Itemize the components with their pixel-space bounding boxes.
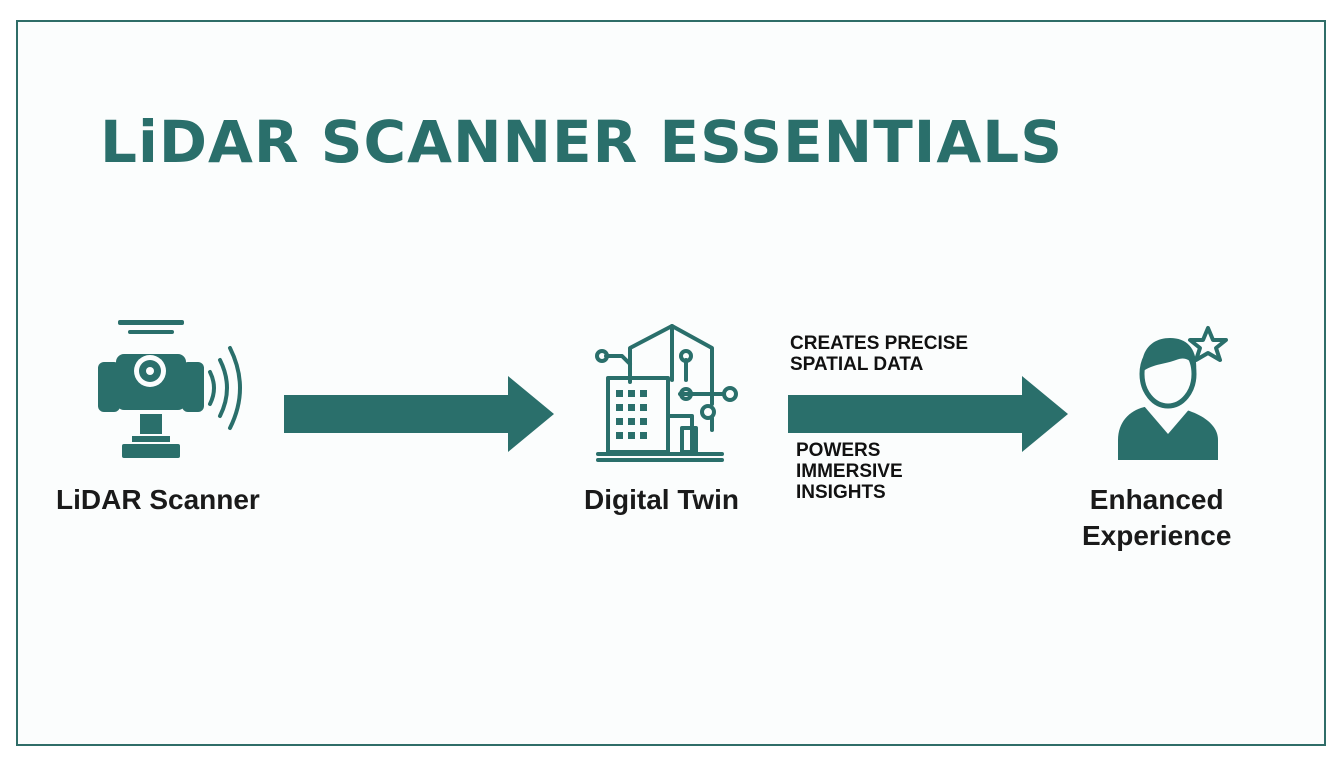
digital-twin-building-icon (595, 324, 738, 462)
lidar-scanner-icon (98, 320, 242, 458)
user-star-icon (1118, 326, 1228, 460)
edge-label-creates-spatial-data: CREATES PRECISE SPATIAL DATA (790, 333, 969, 375)
node-lidar-scanner-label: LiDAR Scanner (56, 484, 260, 515)
edge-label-powers-immersive-insights: POWERS IMMERSIVE INSIGHTS (796, 440, 903, 503)
node-digital-twin-label: Digital Twin (584, 484, 740, 515)
diagram-frame (16, 20, 1326, 746)
arrow-scanner-to-twin (284, 376, 554, 452)
node-enhanced-experience-label: Enhanced Experience (1082, 484, 1232, 551)
arrow-twin-to-experience (788, 376, 1068, 452)
diagram-title: LiDAR SCANNER ESSENTIALS (100, 108, 1063, 176)
